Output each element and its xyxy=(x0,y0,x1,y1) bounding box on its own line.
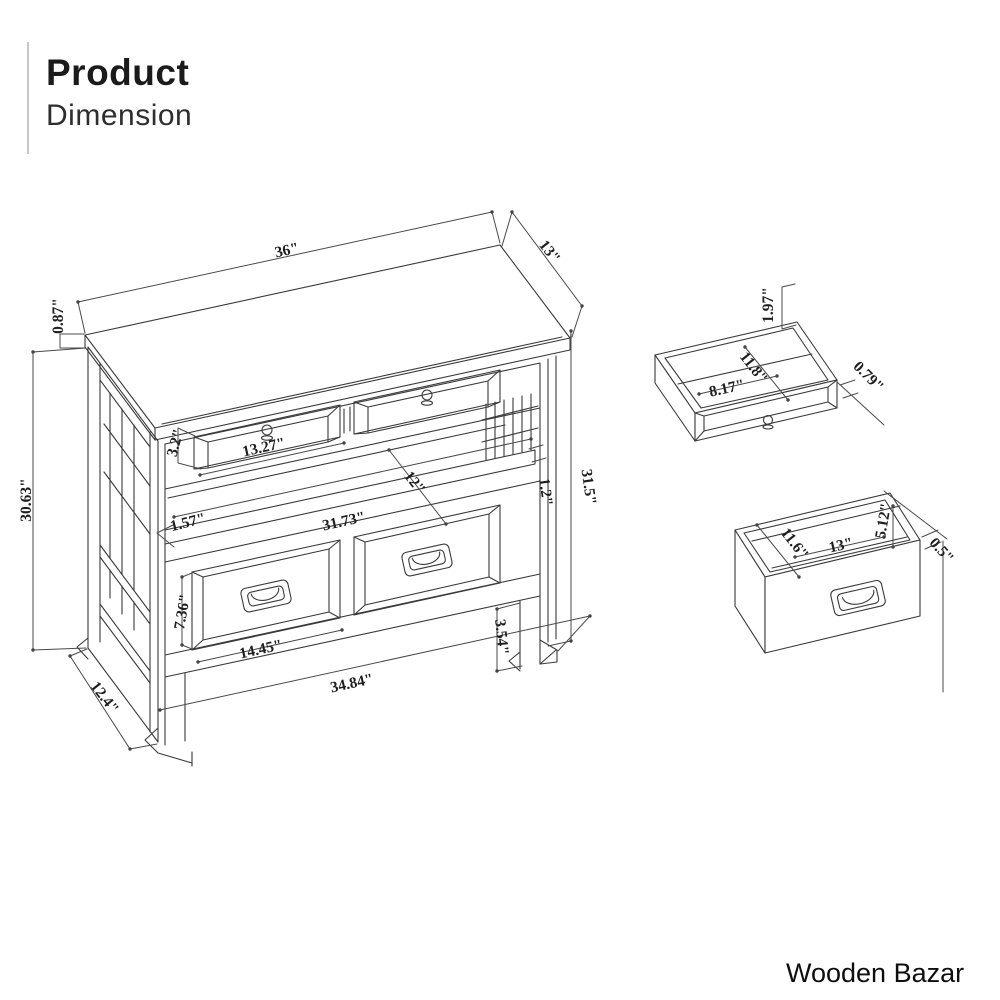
cup-pull-left xyxy=(240,579,292,613)
title-block: Product Dimension xyxy=(46,52,192,133)
dim-side-height: 30.63" xyxy=(18,478,35,522)
title-divider xyxy=(27,42,29,154)
page-title-line1: Product xyxy=(46,52,190,93)
bottom-drawer-drawing xyxy=(734,492,921,654)
dimension-lines xyxy=(31,210,948,751)
dim-shelf-thickness: 1.2" xyxy=(535,476,556,507)
cup-pull-right xyxy=(401,543,453,577)
top-drawer-drawing xyxy=(654,321,838,442)
cabinet-drawing xyxy=(76,244,571,767)
dimension-end-dots xyxy=(31,210,895,751)
brand-watermark: Wooden Bazar xyxy=(786,958,965,988)
dim-leg-height: 3.54" xyxy=(491,618,512,656)
cup-pull-unit xyxy=(830,579,886,617)
page-title-line2: Dimension xyxy=(46,98,193,132)
dim-top-drawer-height: 1.97" xyxy=(760,287,777,323)
dim-top-thickness: 0.87" xyxy=(50,298,67,334)
